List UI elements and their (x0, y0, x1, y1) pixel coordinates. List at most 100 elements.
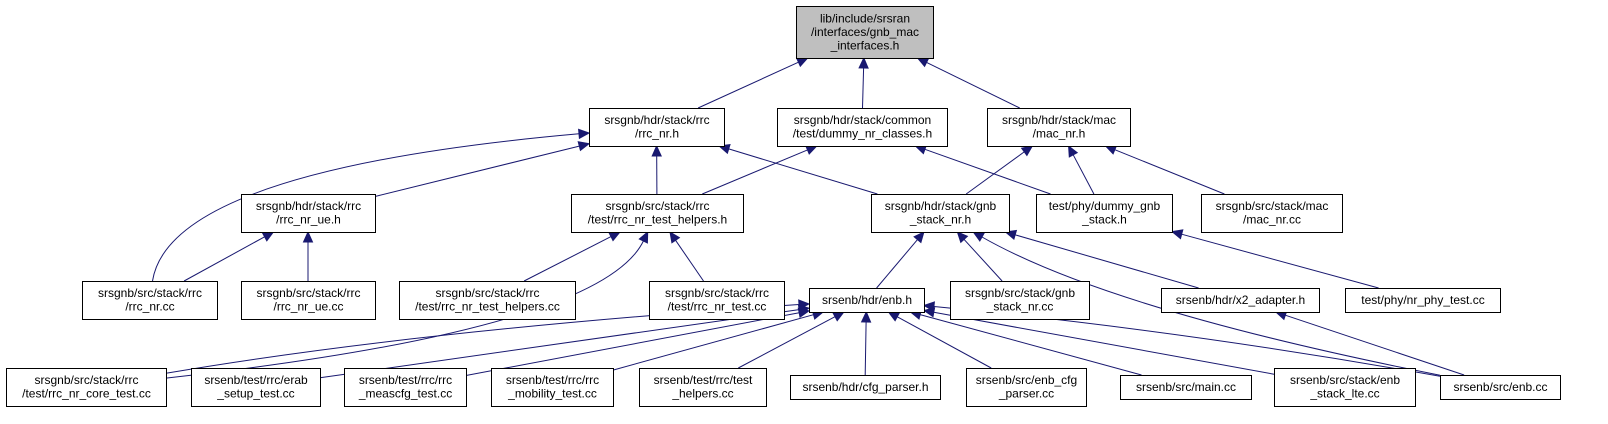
node-box[interactable] (82, 281, 218, 320)
node-box[interactable] (241, 194, 376, 233)
node-box[interactable] (399, 281, 576, 320)
node-box[interactable] (777, 108, 948, 147)
node-box[interactable] (491, 368, 614, 407)
node-box[interactable] (589, 108, 725, 147)
node-box[interactable] (241, 281, 376, 320)
node-mac_nr_h[interactable]: srsgnb/hdr/stack/mac/mac_nr.h (987, 108, 1131, 147)
node-box[interactable] (950, 281, 1090, 320)
arrowhead-enb_h (797, 307, 811, 318)
node-box[interactable] (344, 368, 467, 407)
node-rrc_nr_test_helpers_h[interactable]: srsgnb/src/stack/rrc/test/rrc_nr_test_he… (571, 194, 744, 233)
edge-enb_cc-to-x2_adapter (1285, 314, 1465, 376)
node-label-line: srsgnb/src/stack/rrc (98, 286, 202, 300)
node-box[interactable] (1161, 288, 1320, 313)
node-label-line: srsgnb/hdr/stack/rrc (604, 113, 709, 127)
edge-erab_setup_test-to-enb_h (319, 309, 800, 379)
node-label-line: _interfaces.h (830, 38, 900, 52)
node-box[interactable] (1036, 194, 1173, 233)
node-label-line: /mac_nr.cc (1243, 213, 1301, 227)
node-box[interactable] (649, 281, 785, 320)
node-label-line: srsgnb/hdr/stack/gnb (885, 199, 997, 213)
node-enb_stack_lte[interactable]: srsenb/src/stack/enb_stack_lte.cc (1274, 368, 1416, 407)
arrowhead-mac_nr_h (1068, 144, 1079, 158)
node-dummy_nr_classes[interactable]: srsgnb/hdr/stack/common/test/dummy_nr_cl… (777, 108, 948, 147)
node-label-line: srsgnb/src/stack/gnb (965, 286, 1075, 300)
edge-main_cc-to-enb_h (919, 314, 1142, 376)
edge-cfg_parser_h-to-enb_h (864, 321, 867, 376)
edge-enb_cc-to-gnb_stack_nr_h (981, 236, 1441, 376)
node-meascfg_test[interactable]: srsenb/test/rrc/rrc_meascfg_test.cc (344, 368, 467, 407)
node-gnb_mac_interfaces[interactable]: lib/include/srsran/interfaces/gnb_mac_in… (796, 6, 934, 59)
arrowhead-enb_h (922, 301, 935, 312)
node-x2_adapter[interactable]: srsenb/hdr/x2_adapter.h (1161, 288, 1320, 313)
arrowhead-rrc_nr_test_helpers_h (638, 230, 649, 244)
edge-rrc_nr_ue_h-to-rrc_nr_h (374, 145, 580, 197)
node-label-line: srsenb/hdr/cfg_parser.h (802, 380, 928, 394)
node-box[interactable] (639, 368, 767, 407)
node-dummy_gnb_stack[interactable]: test/phy/dummy_gnb_stack.h (1036, 194, 1173, 233)
node-label-line: _setup_test.cc (216, 387, 294, 401)
edge-dummy_gnb_stack-to-mac_nr_h (1072, 154, 1095, 195)
node-box[interactable] (6, 368, 167, 407)
edge-gnb_stack_nr_h-to-rrc_nr_h (728, 148, 878, 195)
node-nr_phy_test[interactable]: test/phy/nr_phy_test.cc (1345, 288, 1501, 313)
arrowhead-gnb_stack_nr_h (956, 231, 969, 244)
arrowhead-gnb_stack_nr_h (972, 231, 986, 242)
node-box[interactable] (966, 368, 1087, 407)
edge-x2_adapter-to-gnb_stack_nr_h (1014, 234, 1199, 289)
arrowhead-gnb_mac_interfaces (858, 56, 869, 69)
node-label-line: /test/rrc_nr_test_helpers.h (588, 213, 727, 227)
node-box[interactable] (871, 194, 1010, 233)
node-label-line: test/phy/nr_phy_test.cc (1361, 293, 1484, 307)
node-rrc_nr_ue_h[interactable]: srsgnb/hdr/stack/rrc/rrc_nr_ue.h (241, 194, 376, 233)
node-test_helpers_cc[interactable]: srsenb/test/rrc/test_helpers.cc (639, 368, 767, 407)
edge-gnb_stack_nr_h-to-mac_nr_h (965, 151, 1025, 195)
node-mobility_test[interactable]: srsenb/test/rrc/rrc_mobility_test.cc (491, 368, 614, 407)
node-mac_nr_cc[interactable]: srsgnb/src/stack/mac/mac_nr.cc (1201, 194, 1343, 233)
edge-dummy_nr_classes-to-gnb_mac_interfaces (862, 67, 865, 109)
node-enb_h[interactable]: srsenb/hdr/enb.h (809, 288, 925, 313)
arrowhead-gnb_stack_nr_h (913, 231, 925, 244)
node-box[interactable] (571, 194, 744, 233)
arrowhead-rrc_nr_test_helpers_h (669, 231, 681, 244)
node-main_cc[interactable]: srsenb/src/main.cc (1120, 375, 1252, 400)
node-box[interactable] (790, 375, 941, 400)
node-box[interactable] (1201, 194, 1343, 233)
arrowhead-rrc_nr_ue_h (302, 230, 314, 243)
node-rrc_nr_test_cc[interactable]: srsgnb/src/stack/rrc/test/rrc_nr_test.cc (649, 281, 785, 320)
node-label-line: /interfaces/gnb_mac (811, 25, 919, 39)
node-label-line: srsenb/src/enb.cc (1453, 380, 1547, 394)
node-box[interactable] (1120, 375, 1252, 400)
node-gnb_stack_nr_h[interactable]: srsgnb/hdr/stack/gnb_stack_nr.h (871, 194, 1010, 233)
node-gnb_stack_nr_cc[interactable]: srsgnb/src/stack/gnb_stack_nr.cc (950, 281, 1090, 320)
node-rrc_nr_test_helpers_cc[interactable]: srsgnb/src/stack/rrc/test/rrc_nr_test_he… (399, 281, 576, 320)
file-nodes: lib/include/srsran/interfaces/gnb_mac_in… (6, 6, 1561, 407)
node-rrc_nr_h[interactable]: srsgnb/hdr/stack/rrc/rrc_nr.h (589, 108, 725, 147)
node-enb_cc[interactable]: srsenb/src/enb.cc (1440, 375, 1561, 400)
node-label-line: _parser.cc (998, 387, 1054, 401)
node-box[interactable] (1274, 368, 1416, 407)
node-label-line: _stack_lte.cc (1309, 387, 1379, 401)
node-box[interactable] (809, 288, 925, 313)
node-erab_setup_test[interactable]: srsenb/test/rrc/erab_setup_test.cc (191, 368, 321, 407)
node-label-line: /rrc_nr_ue.h (276, 213, 341, 227)
node-label-line: srsenb/src/enb_cfg (976, 373, 1077, 387)
node-label-line: srsenb/test/rrc/test (654, 373, 753, 387)
node-box[interactable] (191, 368, 321, 407)
node-label-line: srsgnb/src/stack/rrc (435, 286, 539, 300)
edge-rrc_nr_test_cc-to-rrc_nr_test_helpers_h (675, 240, 704, 282)
node-box[interactable] (987, 108, 1131, 147)
node-label-line: _stack_nr.cc (986, 300, 1054, 314)
edge-rrc_nr_test_helpers_h-to-dummy_nr_classes (702, 149, 808, 195)
node-rrc_nr_cc[interactable]: srsgnb/src/stack/rrc/rrc_nr.cc (82, 281, 218, 320)
node-box[interactable] (1345, 288, 1501, 313)
node-cfg_parser_h[interactable]: srsenb/hdr/cfg_parser.h (790, 375, 941, 400)
node-label-line: /rrc_nr.h (635, 127, 679, 141)
node-rrc_nr_core_test[interactable]: srsgnb/src/stack/rrc/test/rrc_nr_core_te… (6, 368, 167, 407)
node-label-line: srsgnb/src/stack/rrc (665, 286, 769, 300)
node-box[interactable] (1440, 375, 1561, 400)
node-box[interactable] (796, 6, 934, 59)
node-enb_cfg_parser_cc[interactable]: srsenb/src/enb_cfg_parser.cc (966, 368, 1087, 407)
node-rrc_nr_ue_cc[interactable]: srsgnb/src/stack/rrc/rrc_nr_ue.cc (241, 281, 376, 320)
